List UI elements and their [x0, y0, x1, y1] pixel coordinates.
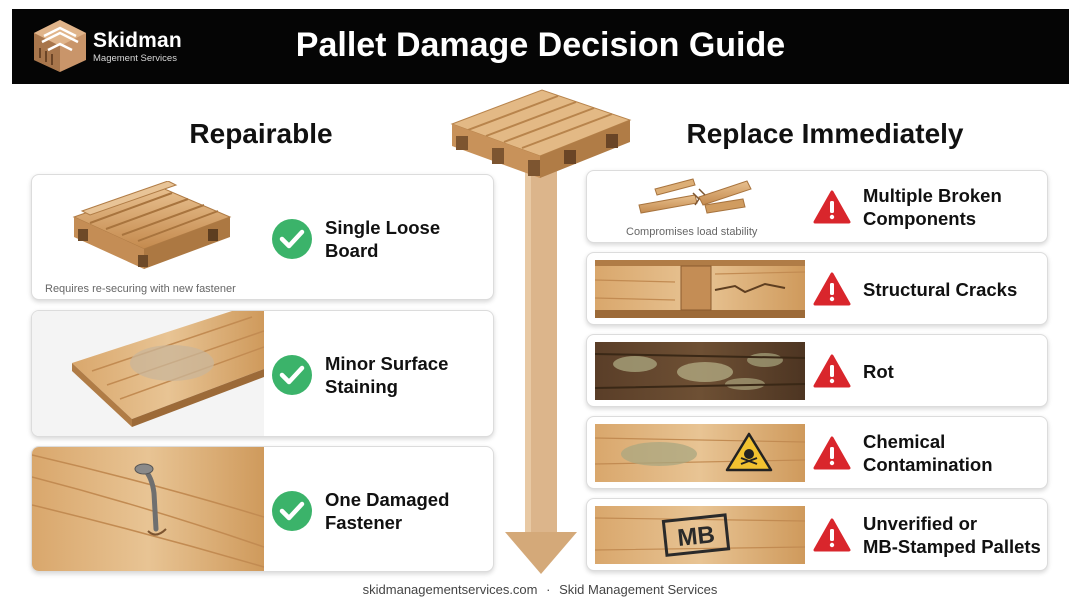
bent-nail-board-image	[32, 447, 264, 571]
replace-card-structural-cracks: Structural Cracks	[586, 252, 1048, 325]
replace-label-line1: Structural Cracks	[863, 279, 1018, 300]
replace-label-line2: Contamination	[863, 454, 993, 475]
contaminated-board-image	[595, 424, 805, 482]
warning-icon	[813, 518, 851, 552]
warning-icon	[813, 190, 851, 224]
cracked-pallet-image	[595, 260, 805, 318]
repairable-card-loose-board: Single Loose Board Requires re-securing …	[31, 174, 494, 300]
replace-label-line1: Chemical	[863, 431, 946, 452]
check-icon	[272, 491, 312, 531]
replace-card-chemical-contamination: Chemical Contamination	[586, 416, 1048, 489]
warning-icon	[813, 272, 851, 306]
repairable-label-line1: Single Loose	[325, 217, 441, 238]
replace-label-line2: MB-Stamped Pallets	[863, 536, 1041, 557]
brand-name: Skidman	[93, 29, 182, 52]
check-icon	[272, 219, 312, 259]
repairable-label-line1: Minor Surface	[325, 353, 449, 374]
rotted-wood-image	[595, 342, 805, 400]
replace-label-line1: Multiple Broken	[863, 185, 1002, 206]
mb-stamp-text: MB	[676, 521, 716, 552]
footer: skidmanagementservices.com · Skid Manage…	[0, 582, 1080, 597]
repairable-label-line2: Board	[325, 240, 379, 261]
replace-note: Compromises load stability	[626, 226, 758, 238]
check-icon	[272, 355, 312, 395]
repairable-label-line2: Fastener	[325, 512, 403, 533]
page-title: Pallet Damage Decision Guide	[295, 26, 786, 64]
center-pallet-icon	[450, 89, 632, 178]
replace-label-line1: Rot	[863, 361, 894, 382]
pallet-loose-board-image	[72, 181, 232, 269]
warning-icon	[813, 354, 851, 388]
footer-site-link[interactable]: skidmanagementservices.com	[362, 582, 538, 597]
footer-separator: ·	[546, 582, 551, 597]
mb-stamped-board-image: MB	[595, 506, 805, 564]
repairable-label-line2: Staining	[325, 376, 398, 397]
broken-boards-image	[638, 178, 752, 214]
repairable-heading: Repairable	[189, 118, 333, 149]
replace-heading: Replace Immediately	[686, 118, 964, 149]
warning-icon	[813, 436, 851, 470]
repairable-note: Requires re-securing with new fastener	[45, 283, 236, 295]
repairable-card-damaged-fastener: One Damaged Fastener	[31, 446, 494, 572]
skidman-logo-icon	[34, 20, 86, 72]
footer-company: Skid Management Services	[559, 582, 718, 597]
decision-arrow-icon	[505, 170, 577, 574]
replace-card-broken-components: Compromises load stability Multiple Brok…	[586, 170, 1048, 243]
stained-board-image	[32, 311, 264, 436]
replace-card-mb-stamped: MB Unverified or MB-Stamped Pallets	[586, 498, 1048, 571]
replace-label-line2: Components	[863, 208, 977, 229]
repairable-label-line1: One Damaged	[325, 489, 450, 510]
replace-card-rot: Rot	[586, 334, 1048, 407]
brand-subtitle: Magement Services	[93, 53, 177, 64]
header-bar: Skidman Magement Services Pallet Damage …	[12, 9, 1069, 84]
replace-label-line1: Unverified or	[863, 513, 978, 534]
repairable-card-surface-staining: Minor Surface Staining	[31, 310, 494, 437]
